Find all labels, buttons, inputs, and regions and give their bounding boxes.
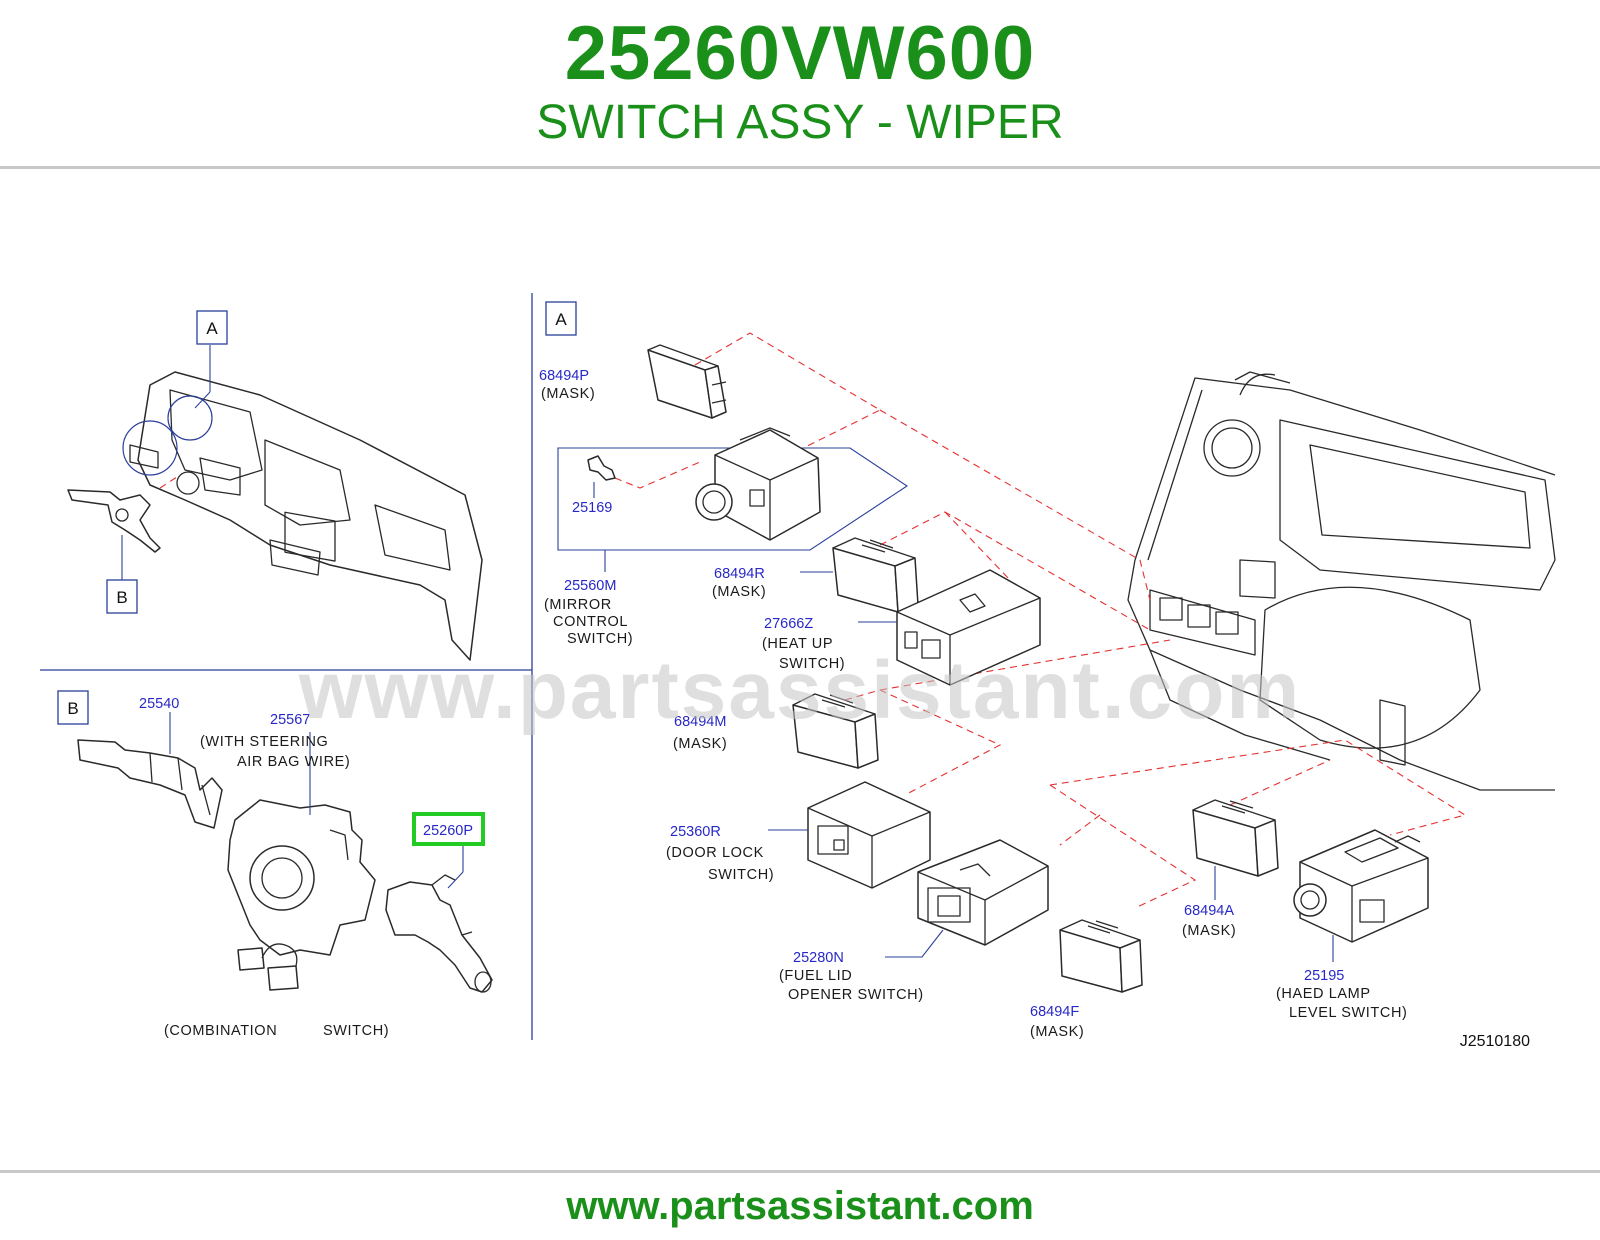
part-25280N-desc-line1: (FUEL LID xyxy=(779,968,852,984)
part-68494A-number: 68494A xyxy=(1184,903,1234,919)
part-68494P-number: 68494P xyxy=(539,368,589,384)
part-27666Z-heat-switch-drawing xyxy=(896,569,1041,686)
part-68494F-mask-drawing xyxy=(1059,919,1143,993)
part-27666Z-number: 27666Z xyxy=(764,616,813,632)
part-27666Z-desc-line2: SWITCH) xyxy=(779,656,845,672)
part-68494P-mask-drawing xyxy=(647,344,727,419)
part-68494M-mask-drawing xyxy=(792,693,879,769)
part-25560M-desc-line2: CONTROL xyxy=(553,614,628,630)
part-25567-desc-line1: (WITH STEERING xyxy=(200,734,328,750)
part-25195-desc-line1: (HAED LAMP xyxy=(1276,986,1371,1002)
part-25560M-mirror-switch-drawing xyxy=(695,427,821,541)
part-25169-bulb-drawing xyxy=(587,455,616,481)
part-25260P-wiper-switch-drawing xyxy=(385,874,493,993)
part-25567-desc-line2: AIR BAG WIRE) xyxy=(237,754,350,770)
part-25260P-highlight[interactable] xyxy=(412,812,485,846)
part-68494R-mask-drawing xyxy=(832,537,919,613)
part-25169-number: 25169 xyxy=(572,500,612,516)
combination-caption-line2: SWITCH) xyxy=(323,1023,389,1039)
part-25360R-number: 25360R xyxy=(670,824,721,840)
part-25360R-desc-line1: (DOOR LOCK xyxy=(666,845,764,861)
overview-marker-a: A xyxy=(206,319,218,338)
part-number-title: 25260VW600 xyxy=(564,11,1036,96)
overview-highlight-circle-a xyxy=(167,395,213,441)
part-25360R-desc-line2: SWITCH) xyxy=(708,867,774,883)
part-25560M-number: 25560M xyxy=(564,578,616,594)
page-header: 25260VW600 SWITCH ASSY - WIPER xyxy=(0,0,1600,168)
part-68494R-number: 68494R xyxy=(714,566,765,582)
overview-marker-b: B xyxy=(116,588,127,607)
section-b-marker: B xyxy=(67,699,78,718)
part-68494R-desc: (MASK) xyxy=(712,584,766,600)
footer-url-link[interactable]: www.partsassistant.com xyxy=(566,1184,1034,1228)
overview-marker-b-box xyxy=(106,579,138,614)
part-27666Z-desc-line1: (HEAT UP xyxy=(762,636,833,652)
part-25567-clock-spring-drawing xyxy=(227,799,376,991)
section-a-marker: A xyxy=(555,310,567,329)
assembly-dashed-lines xyxy=(614,332,1467,909)
header-divider xyxy=(0,166,1600,169)
part-25195-desc-line2: LEVEL SWITCH) xyxy=(1289,1005,1407,1021)
dashboard-overview-drawing xyxy=(67,345,483,661)
part-25280N-desc-line2: OPENER SWITCH) xyxy=(788,987,924,1003)
part-68494M-number: 68494M xyxy=(674,714,726,730)
part-25567-number: 25567 xyxy=(270,712,310,728)
part-25260P-number[interactable]: 25260P xyxy=(423,823,473,839)
part-25195-number: 25195 xyxy=(1304,968,1344,984)
part-25280N-fuel-lid-switch-drawing xyxy=(917,839,1049,946)
part-68494M-desc: (MASK) xyxy=(673,736,727,752)
overview-highlight-circle-b xyxy=(122,420,178,476)
dashboard-bezel-drawing xyxy=(1127,371,1556,791)
part-25560M-desc-line3: SWITCH) xyxy=(567,631,633,647)
part-68494P-desc: (MASK) xyxy=(541,386,595,402)
part-25195-headlamp-level-switch-drawing xyxy=(1293,829,1429,943)
overview-marker-a-box xyxy=(196,310,228,345)
part-25540-number: 25540 xyxy=(139,696,179,712)
section-b-marker-box xyxy=(57,690,89,725)
watermark-text: www.partsassistant.com xyxy=(298,645,1302,736)
part-68494F-desc: (MASK) xyxy=(1030,1024,1084,1040)
part-25360R-door-lock-switch-drawing xyxy=(807,781,931,889)
part-68494A-desc: (MASK) xyxy=(1182,923,1236,939)
footer-divider xyxy=(0,1170,1600,1173)
section-a-marker-box xyxy=(545,301,577,336)
part-25540-lever-drawing xyxy=(77,739,223,829)
part-name-subtitle: SWITCH ASSY - WIPER xyxy=(536,96,1064,149)
part-25560M-desc-line1: (MIRROR xyxy=(544,597,612,613)
part-68494A-mask-drawing xyxy=(1192,799,1279,877)
combination-caption-line1: (COMBINATION xyxy=(164,1023,277,1039)
diagram-reference-code: J2510180 xyxy=(1460,1033,1530,1050)
part-68494F-number: 68494F xyxy=(1030,1004,1079,1020)
part-25280N-number: 25280N xyxy=(793,950,844,966)
